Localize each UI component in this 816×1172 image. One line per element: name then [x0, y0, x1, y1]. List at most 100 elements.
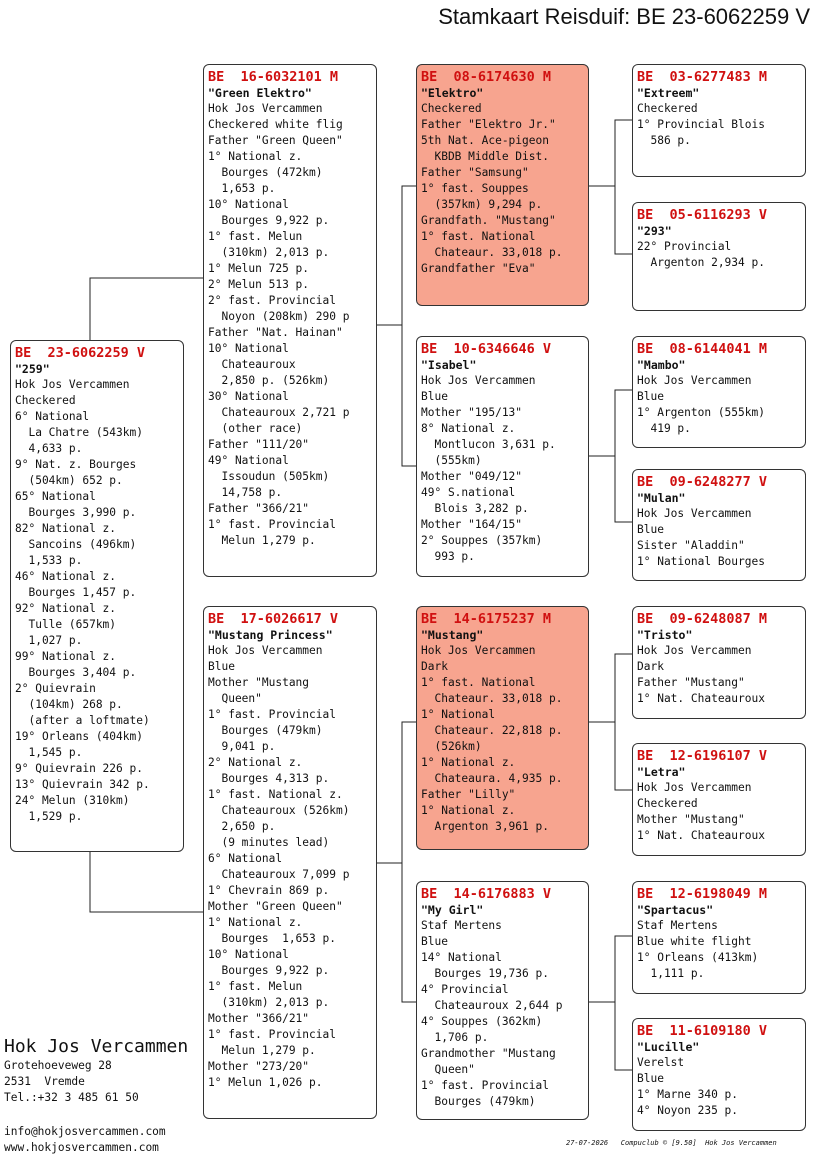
- pigeon-info-line: 9° Nat. z. Bourges: [15, 458, 137, 471]
- contact-links: info@hokjosvercammen.com www.hokjosverca…: [4, 1124, 166, 1156]
- pigeon-card-sire-dam[interactable]: BE 10-6346646 V"Isabel"Hok Jos Vercammen…: [416, 336, 589, 577]
- pigeon-card-dam-sire[interactable]: BE 14-6175237 M"Mustang"Hok Jos Vercamme…: [416, 606, 589, 850]
- pigeon-info-line: (504km) 652 p.: [15, 474, 123, 487]
- pigeon-info-line: 9,041 p.: [208, 740, 276, 753]
- pigeon-info-line: 1° Melun 725 p.: [208, 262, 310, 275]
- owner-street: Grotehoeveweg 28: [4, 1059, 112, 1072]
- pigeon-info-line: 49° National: [208, 454, 289, 467]
- pigeon-info-line: (526km): [421, 740, 482, 753]
- pigeon-info-line: Sister "Aladdin": [637, 539, 745, 552]
- owner-email-link[interactable]: info@hokjosvercammen.com: [4, 1125, 166, 1138]
- pigeon-info-line: 10° National: [208, 198, 289, 211]
- pigeon-info-line: 2,850 p. (526km): [208, 374, 330, 387]
- pigeon-info-line: 13° Quievrain 342 p.: [15, 778, 150, 791]
- pigeon-info-line: Mother "195/13": [421, 406, 523, 419]
- pigeon-name: "Spartacus": [637, 903, 714, 917]
- pigeon-info-line: 22° Provincial: [637, 240, 732, 253]
- ring-number: BE 14-6176883 V: [421, 886, 552, 902]
- pigeon-info-line: Montlucon 3,631 p.: [421, 438, 556, 451]
- pigeon-info-line: 1° fast. Provincial: [208, 518, 336, 531]
- pigeon-info-line: 82° National z.: [15, 522, 117, 535]
- ring-number: BE 09-6248087 M: [637, 611, 768, 627]
- ring-number: BE 16-6032101 M: [208, 69, 339, 85]
- pigeon-info-line: 1° fast. Provincial: [208, 1028, 336, 1041]
- pigeon-info-line: 24° Melun (310km): [15, 794, 130, 807]
- pigeon-info-line: La Chatre (543km): [15, 426, 143, 439]
- pigeon-name: "Lucille": [637, 1040, 700, 1054]
- pigeon-card-dss[interactable]: BE 09-6248087 M"Tristo"Hok Jos Vercammen…: [632, 606, 806, 719]
- pigeon-info-line: Sancoins (496km): [15, 538, 137, 551]
- pigeon-info-line: Issoudun (505km): [208, 470, 330, 483]
- pigeon-info-line: 10° National: [208, 342, 289, 355]
- pigeon-card-sire[interactable]: BE 16-6032101 M"Green Elektro"Hok Jos Ve…: [203, 64, 377, 577]
- pigeon-info-line: 1° National z.: [421, 804, 516, 817]
- pigeon-info-line: Chateaura. 4,935 p.: [421, 772, 563, 785]
- ring-number: BE 03-6277483 M: [637, 69, 768, 85]
- ring-number: BE 08-6174630 M: [421, 69, 552, 85]
- pigeon-info-line: 1° Provincial Blois: [637, 118, 765, 131]
- pigeon-info-line: Hok Jos Vercammen: [421, 374, 536, 387]
- pigeon-info-line: Tulle (657km): [15, 618, 117, 631]
- pigeon-info-line: Hok Jos Vercammen: [637, 374, 752, 387]
- pigeon-info-line: Argenton 3,961 p.: [421, 820, 549, 833]
- pigeon-info-line: 1° Nat. Chateauroux: [637, 829, 765, 842]
- pigeon-info-line: Dark: [637, 660, 664, 673]
- owner-website-link[interactable]: www.hokjosvercammen.com: [4, 1141, 159, 1154]
- pigeon-info-line: (other race): [208, 422, 303, 435]
- pigeon-info-line: 1,653 p.: [208, 182, 276, 195]
- pigeon-info-line: 30° National: [208, 390, 289, 403]
- pigeon-name: "My Girl": [421, 903, 484, 917]
- connector-ds-parents: [589, 653, 632, 791]
- pigeon-info-line: 99° National z.: [15, 650, 117, 663]
- pigeon-info-line: Hok Jos Vercammen: [208, 644, 323, 657]
- pigeon-name: "Mustang": [421, 628, 484, 642]
- pigeon-info-line: Father "Elektro Jr.": [421, 118, 556, 131]
- pigeon-card-dam[interactable]: BE 17-6026617 V"Mustang Princess"Hok Jos…: [203, 606, 377, 1119]
- pigeon-info-line: Checkered: [637, 102, 698, 115]
- pigeon-info-line: Bourges 4,313 p.: [208, 772, 330, 785]
- pigeon-info-line: 49° S.national: [421, 486, 516, 499]
- ring-number: BE 11-6109180 V: [637, 1023, 768, 1039]
- pigeon-info-line: Bourges 1,457 p.: [15, 586, 137, 599]
- connector-dd-parents: [589, 935, 632, 1071]
- pigeon-info-line: 9° Quievrain 226 p.: [15, 762, 143, 775]
- pigeon-info-line: 1° Chevrain 869 p.: [208, 884, 330, 897]
- pigeon-info-line: Mother "Mustang": [637, 813, 745, 826]
- pigeon-card-ssd[interactable]: BE 05-6116293 V"293"22° Provincial Argen…: [632, 202, 806, 311]
- pigeon-name: "Mambo": [637, 358, 686, 372]
- ring-number: BE 12-6196107 V: [637, 748, 768, 764]
- pigeon-info-line: 5th Nat. Ace-pigeon: [421, 134, 549, 147]
- pigeon-info-line: 1° fast. Melun: [208, 230, 303, 243]
- pigeon-info-line: 2° Souppes (357km): [421, 534, 543, 547]
- pigeon-name: "Isabel": [421, 358, 477, 372]
- pigeon-info-line: 2° National z.: [208, 756, 303, 769]
- pigeon-info-line: Grandfath. "Mustang": [421, 214, 556, 227]
- pigeon-info-line: Chateaur. 33,018 p.: [421, 692, 563, 705]
- pigeon-info-line: 1° fast. National: [421, 676, 536, 689]
- pigeon-info-line: 14° National: [421, 951, 502, 964]
- pigeon-info-line: Bourges 9,922 p.: [208, 214, 330, 227]
- pigeon-info-line: 6° National: [15, 410, 90, 423]
- pigeon-info-line: Checkered: [15, 394, 76, 407]
- pigeon-info-line: Mother "Green Queen": [208, 900, 343, 913]
- pigeon-info-line: 586 p.: [637, 134, 691, 147]
- pigeon-info-line: Bourges (472km): [208, 166, 323, 179]
- pigeon-info-line: 19° Orleans (404km): [15, 730, 143, 743]
- pigeon-info-line: 1° fast. Melun: [208, 980, 303, 993]
- pigeon-info-line: 1° National z.: [421, 756, 516, 769]
- pigeon-info-line: 4,633 p.: [15, 442, 83, 455]
- pigeon-info-line: 1° Orleans (413km): [637, 951, 759, 964]
- owner-name: Hok Jos Vercammen: [4, 1036, 189, 1057]
- pigeon-info-line: (555km): [421, 454, 482, 467]
- pigeon-info-line: KBDB Middle Dist.: [421, 150, 549, 163]
- owner-city: 2531 Vremde: [4, 1075, 85, 1088]
